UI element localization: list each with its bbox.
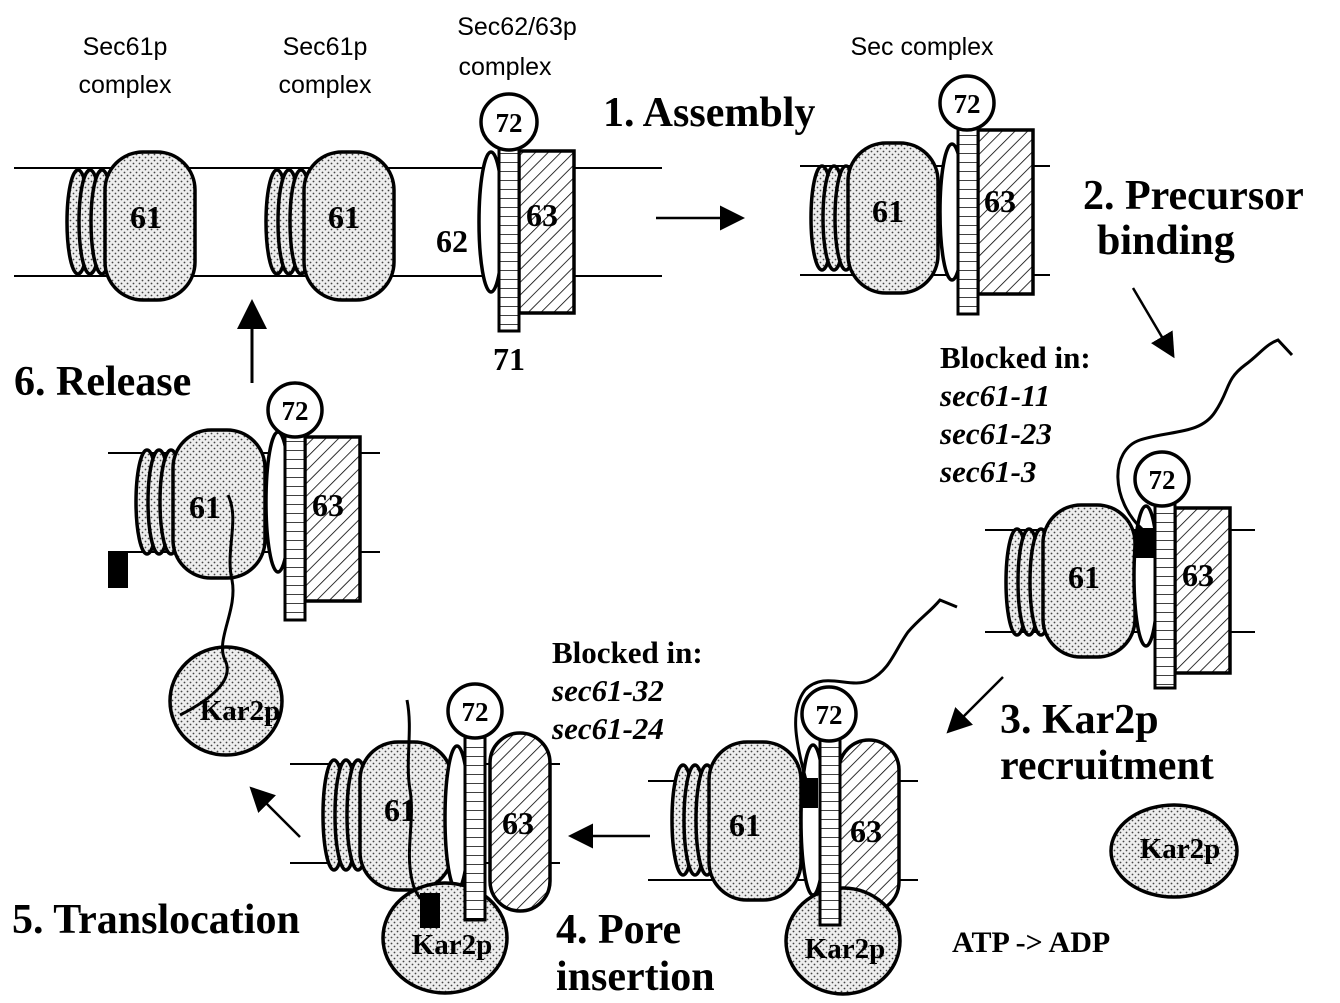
sec61-complex-a-subtitle: complex — [78, 71, 172, 99]
step-4-pore-insertion: 4. Pore — [556, 907, 681, 953]
blocked-heading-bottom: Blocked in: — [552, 635, 703, 670]
precursor-chain — [1118, 340, 1292, 530]
sec71-label: 71 — [493, 341, 525, 377]
atp-adp-label: ATP -> ADP — [952, 926, 1110, 959]
kar2p-label: Kar2p — [200, 695, 281, 727]
sec61-label: 61 — [1068, 559, 1100, 595]
kar2p-label: Kar2p — [412, 929, 493, 961]
sec63-label: 63 — [502, 805, 534, 841]
sec63-label: 63 — [526, 197, 558, 233]
sec63-label: 63 — [984, 183, 1016, 219]
sec62-63-complex: 72 62 63 71 — [436, 94, 574, 377]
step-6-release: 6. Release — [14, 359, 191, 405]
sec-complex-assembled: 61 72 63 — [800, 76, 1050, 314]
step-5-translocation: 5. Translocation — [12, 897, 300, 943]
sec61-label: 61 — [872, 193, 904, 229]
sec72-label: 72 — [282, 396, 309, 426]
step-3-kar2p-recruitment: 3. Kar2p — [1000, 697, 1159, 743]
sec61-label: 61 — [328, 199, 360, 235]
sec61-complex-a: 61 — [67, 152, 195, 300]
sec72-label: 72 — [496, 108, 523, 138]
sec63-label: 63 — [1182, 557, 1214, 593]
kar2p-free: Kar2p — [1111, 805, 1237, 897]
step-2-precursor-binding: 2. Precursor — [1083, 173, 1304, 219]
sec-complex-translocation: 61 72 63 Kar2p — [290, 684, 560, 993]
sec72-label: 72 — [816, 700, 843, 730]
sec61-complex-a-title: Sec61p — [83, 33, 168, 61]
sec72-label: 72 — [462, 697, 489, 727]
step-3-kar2p-recruitment-line2: recruitment — [1000, 743, 1214, 789]
kar2p-label: Kar2p — [805, 933, 886, 965]
arrow-kar2p-recruitment — [950, 677, 1003, 730]
blocked-allele: sec61-32 — [551, 673, 664, 708]
sec63-label: 63 — [850, 813, 882, 849]
blocked-heading-top: Blocked in: — [940, 340, 1091, 375]
arrow-precursor-binding — [1133, 288, 1172, 354]
arrow-translocation — [253, 790, 300, 837]
step-4-pore-insertion-line2: insertion — [556, 954, 715, 1000]
sec61-complex-b: 61 — [266, 152, 394, 300]
sec61-label: 61 — [189, 489, 221, 525]
sec62-label: 62 — [436, 223, 468, 259]
sec61-complex-b-subtitle: complex — [278, 71, 372, 99]
sec61-complex-b-title: Sec61p — [283, 33, 368, 61]
kar2p-label: Kar2p — [1140, 833, 1221, 865]
blocked-allele: sec61-24 — [551, 711, 664, 746]
sec-complex-title: Sec complex — [850, 33, 994, 61]
sec61-label: 61 — [729, 807, 761, 843]
sec72-label: 72 — [954, 89, 981, 119]
step-1-assembly: 1. Assembly — [603, 90, 815, 136]
sec62-63-complex-subtitle: complex — [458, 53, 552, 81]
sec62-63-complex-title: Sec62/63p — [457, 13, 577, 41]
step-2-precursor-binding-line2: binding — [1097, 218, 1235, 264]
blocked-allele: sec61-23 — [939, 416, 1052, 451]
blocked-allele: sec61-3 — [939, 454, 1036, 489]
sec61-label: 61 — [130, 199, 162, 235]
sec63-label: 63 — [312, 487, 344, 523]
blocked-allele: sec61-11 — [939, 378, 1050, 413]
sec72-label: 72 — [1149, 465, 1176, 495]
